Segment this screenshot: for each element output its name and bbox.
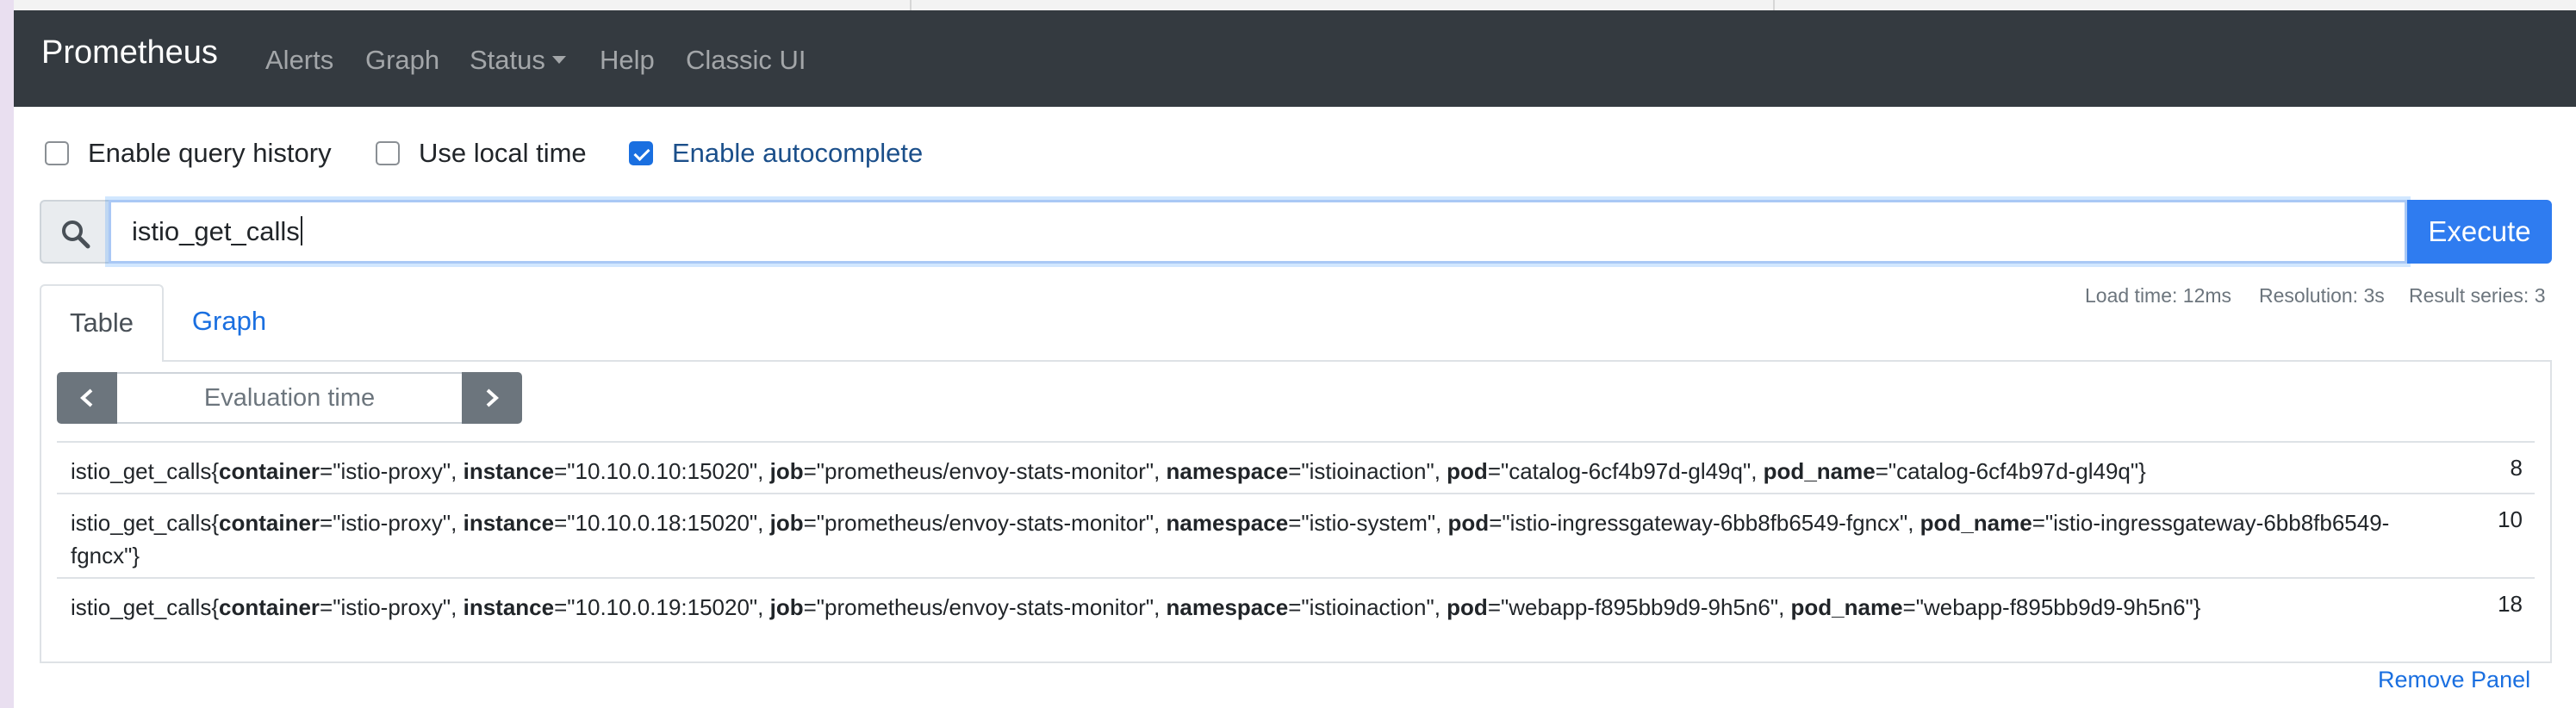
nav-graph[interactable]: Graph <box>365 45 440 75</box>
label-key: namespace <box>1166 458 1289 484</box>
search-addon <box>40 200 109 264</box>
expression-text: istio_get_calls <box>132 216 300 246</box>
table-row: istio_get_calls{container="istio-proxy",… <box>57 577 2535 630</box>
nav-alerts[interactable]: Alerts <box>265 45 334 75</box>
option-query-history[interactable]: Enable query history <box>45 136 332 171</box>
label-key: job <box>769 510 804 536</box>
label-key: namespace <box>1166 594 1289 620</box>
label-key: pod_name <box>1790 594 1903 620</box>
series-labels: istio_get_calls{container="istio-proxy",… <box>71 458 2146 484</box>
label-key: pod_name <box>1920 510 2032 536</box>
table-row: istio_get_calls{container="istio-proxy",… <box>57 441 2535 494</box>
resolution-stat: Resolution: 3s <box>2259 284 2385 307</box>
chevron-left-icon <box>80 388 93 407</box>
label-key: instance <box>463 458 555 484</box>
option-local-time[interactable]: Use local time <box>376 136 587 171</box>
label-key: container <box>219 458 320 484</box>
label-key: instance <box>463 594 555 620</box>
navbar: Prometheus Alerts Graph Status Help Clas… <box>14 10 2576 107</box>
browser-tab-strip <box>14 0 2576 10</box>
text-cursor <box>300 216 302 245</box>
query-history-label: Enable query history <box>88 138 332 168</box>
label-key: container <box>219 510 320 536</box>
label-key: pod <box>1447 458 1488 484</box>
autocomplete-label: Enable autocomplete <box>672 138 924 168</box>
label-key: job <box>769 594 804 620</box>
prometheus-page: Prometheus Alerts Graph Status Help Clas… <box>14 10 2576 708</box>
evaluation-time-input[interactable]: Evaluation time <box>117 372 462 424</box>
nav-status-label: Status <box>470 45 545 75</box>
search-icon <box>62 220 90 249</box>
label-key: namespace <box>1166 510 1289 536</box>
eval-time-next-button[interactable] <box>462 372 522 424</box>
eval-time-prev-button[interactable] <box>57 372 117 424</box>
nav-classic-ui[interactable]: Classic UI <box>686 45 806 75</box>
series-value: 18 <box>2498 591 2523 617</box>
label-key: pod <box>1447 594 1488 620</box>
chevron-right-icon <box>486 388 499 407</box>
expression-input[interactable]: istio_get_calls <box>109 200 2407 264</box>
label-key: container <box>219 594 320 620</box>
series-labels: istio_get_calls{container="istio-proxy",… <box>71 594 2201 620</box>
query-history-checkbox[interactable] <box>45 141 69 165</box>
nav-help[interactable]: Help <box>600 45 655 75</box>
window-left-edge <box>0 0 14 708</box>
execute-button[interactable]: Execute <box>2407 200 2552 264</box>
browser-tab[interactable] <box>14 0 912 10</box>
caret-down-icon <box>551 56 566 64</box>
tab-table[interactable]: Table <box>40 284 164 362</box>
label-key: pod <box>1447 510 1490 536</box>
table-row: istio_get_calls{container="istio-proxy",… <box>57 493 2535 579</box>
results-panel <box>40 360 2552 663</box>
load-time-stat: Load time: 12ms <box>2085 284 2232 307</box>
evaluation-time-group: Evaluation time <box>57 372 522 424</box>
label-key: job <box>769 458 804 484</box>
label-key: instance <box>463 510 555 536</box>
nav-status-dropdown[interactable]: Status <box>470 45 566 76</box>
series-value: 10 <box>2498 506 2523 532</box>
series-labels: istio_get_calls{container="istio-proxy",… <box>71 510 2390 568</box>
series-value: 8 <box>2510 455 2523 481</box>
result-series-stat: Result series: 3 <box>2409 284 2546 307</box>
remove-panel-link[interactable]: Remove Panel <box>2378 667 2531 692</box>
local-time-label: Use local time <box>419 138 587 168</box>
option-autocomplete[interactable]: Enable autocomplete <box>629 136 923 171</box>
autocomplete-checkbox[interactable] <box>629 141 653 165</box>
tab-graph[interactable]: Graph <box>191 306 267 336</box>
browser-tab[interactable] <box>912 0 1775 10</box>
local-time-checkbox[interactable] <box>376 141 400 165</box>
brand-link[interactable]: Prometheus <box>41 34 218 71</box>
label-key: pod_name <box>1763 458 1876 484</box>
